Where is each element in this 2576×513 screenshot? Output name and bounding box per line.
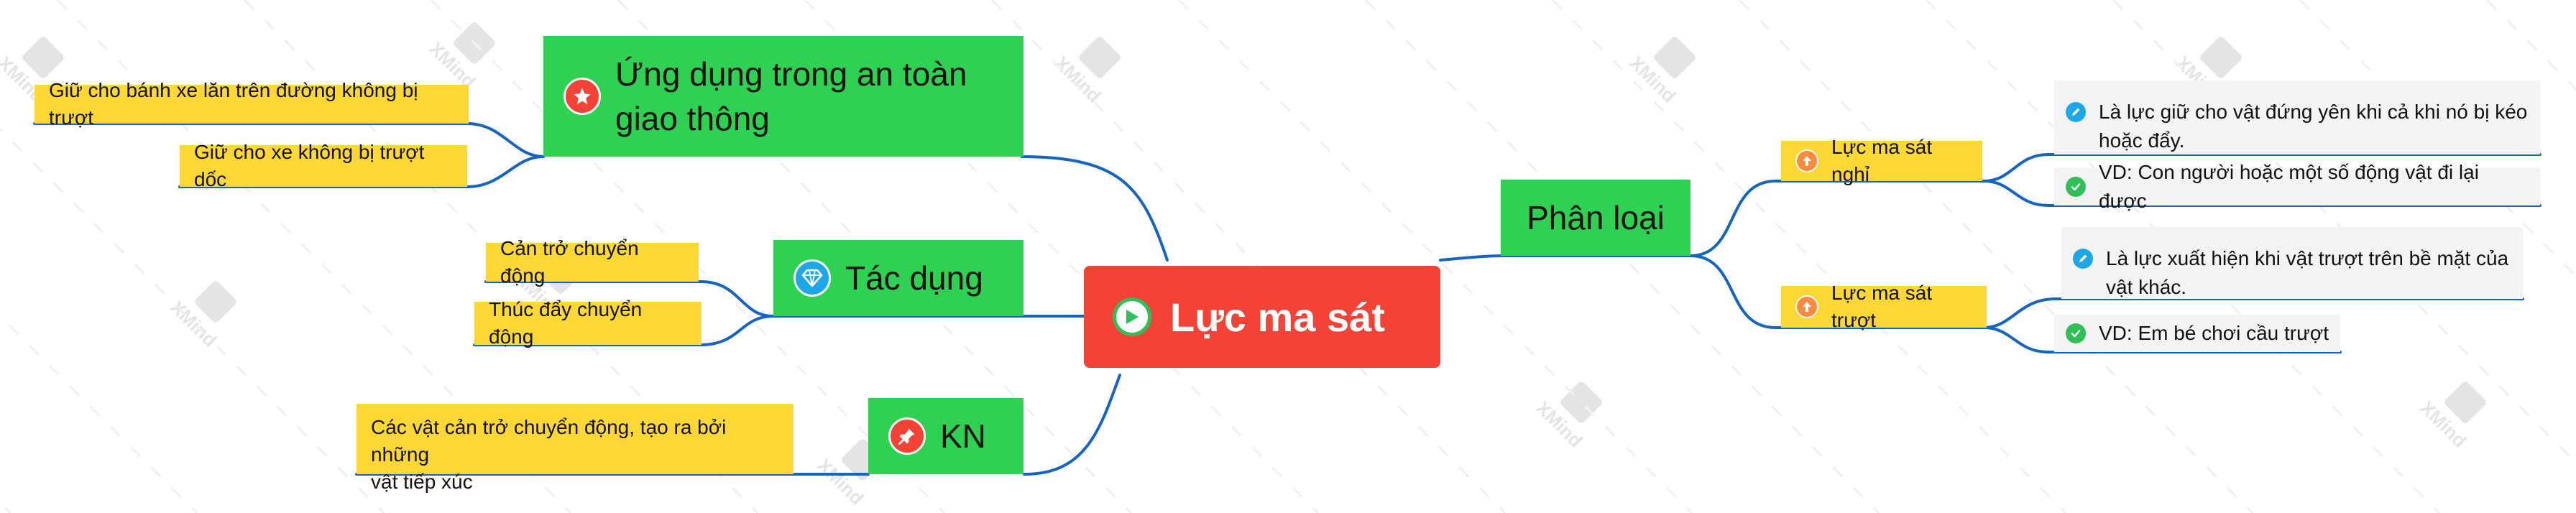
- branch-label: KN: [940, 417, 986, 455]
- branch-label: Phân loại: [1527, 199, 1665, 236]
- connector-td-leaf-2: [473, 315, 775, 346]
- root-topic[interactable]: Lực ma sát: [1084, 266, 1440, 368]
- watermark-line: [0, 314, 198, 513]
- connector-root-phan-loai: [1439, 254, 1692, 262]
- leaf-kn-1[interactable]: Các vật cản trở chuyển động, tạo ra bởi …: [356, 404, 794, 493]
- sub-label: Lực ma sát nghỉ: [1831, 136, 1933, 185]
- sub-luc-ma-sat-truot[interactable]: Lực ma sát trượt: [1781, 282, 1987, 331]
- leaf-ud-1[interactable]: Giữ cho bánh xe lăn trên đường không bị …: [34, 79, 469, 129]
- up-arrow-icon: [1795, 149, 1818, 172]
- detail-truot-definition[interactable]: Là lực xuất hiện khi vật trượt trên bề m…: [2061, 227, 2523, 299]
- up-arrow-icon: [1795, 295, 1818, 318]
- leaf-td-1[interactable]: Cản trở chuyển động: [486, 237, 699, 287]
- check-icon: [2066, 323, 2086, 343]
- leaf-label: Cản trở chuyển động: [500, 237, 639, 287]
- connector-td-leaf-1: [484, 280, 775, 318]
- sub-label: Lực ma sát trượt: [1831, 282, 1933, 331]
- pencil-icon: [2073, 249, 2093, 269]
- watermark-line: [1551, 0, 2067, 513]
- watermark-line: [2485, 0, 2576, 91]
- connector-ud-leaf-2: [178, 155, 545, 188]
- detail-text: Là lực giữ cho vật đứng yên khi cả khi n…: [2099, 101, 2528, 152]
- diamond-icon: [794, 259, 831, 297]
- pencil-icon: [2066, 102, 2086, 122]
- detail-nghi-example[interactable]: VD: Con người hoặc một số động vật đi lạ…: [2054, 161, 2540, 212]
- branch-ung-dung[interactable]: Ứng dụng trong an toàn giao thông: [543, 36, 1024, 157]
- connector-nghi-detail-1: [1982, 153, 2542, 182]
- root-label: Lực ma sát: [1170, 294, 1385, 340]
- branch-label: Ứng dụng trong an toàn giao thông: [615, 55, 967, 137]
- watermark-line: [1925, 0, 2441, 513]
- watermark-line: [0, 127, 385, 513]
- detail-text: VD: Con người hoặc một số động vật đi lạ…: [2099, 161, 2479, 212]
- detail-nghi-definition[interactable]: Là lực giữ cho vật đứng yên khi cả khi n…: [2054, 80, 2540, 154]
- connector-root-kn: [1023, 374, 1121, 476]
- leaf-ud-2[interactable]: Giữ cho xe không bị trượt dốc: [180, 141, 467, 190]
- leaf-label: Giữ cho xe không bị trượt dốc: [194, 141, 425, 190]
- leaf-label: Các vật cản trở chuyển động, tạo ra bởi …: [371, 416, 727, 493]
- watermark-line: [1177, 0, 1693, 513]
- leaf-td-2[interactable]: Thúc đẩy chuyển động: [474, 298, 702, 348]
- connector-pl-truot: [1689, 254, 1985, 329]
- watermark-line: [1738, 0, 2254, 513]
- star-icon: [564, 78, 601, 115]
- watermark-line: [990, 0, 1506, 513]
- watermark-line: [1364, 0, 1880, 513]
- detail-text: VD: Em bé chơi cầu trượt: [2099, 322, 2329, 344]
- connector-pl-nghi: [1689, 180, 1985, 257]
- play-icon: [1113, 297, 1151, 336]
- branch-tac-dung[interactable]: Tác dụng: [773, 240, 1024, 316]
- detail-truot-example[interactable]: VD: Em bé chơi cầu trượt: [2054, 315, 2340, 352]
- connector-truot-detail-2: [1982, 326, 2342, 353]
- branch-kn[interactable]: KN: [868, 398, 1024, 474]
- leaf-label: Giữ cho bánh xe lăn trên đường không bị …: [49, 79, 418, 129]
- branch-label: Tác dụng: [845, 259, 983, 297]
- leaf-label: Thúc đẩy chuyển động: [489, 298, 643, 348]
- connector-ud-leaf-1: [33, 122, 545, 158]
- branch-phan-loai[interactable]: Phân loại: [1501, 180, 1690, 256]
- watermark-line: [430, 0, 946, 513]
- connector-truot-detail-1: [1982, 297, 2524, 329]
- check-icon: [2066, 177, 2086, 197]
- pin-icon: [888, 417, 926, 455]
- detail-text: Là lực xuất hiện khi vật trượt trên bề m…: [2106, 247, 2509, 298]
- sub-luc-ma-sat-nghi[interactable]: Lực ma sát nghỉ: [1781, 136, 1982, 185]
- connector-root-ung-dung: [1020, 155, 1169, 262]
- connector-nghi-detail-2: [1982, 180, 2542, 207]
